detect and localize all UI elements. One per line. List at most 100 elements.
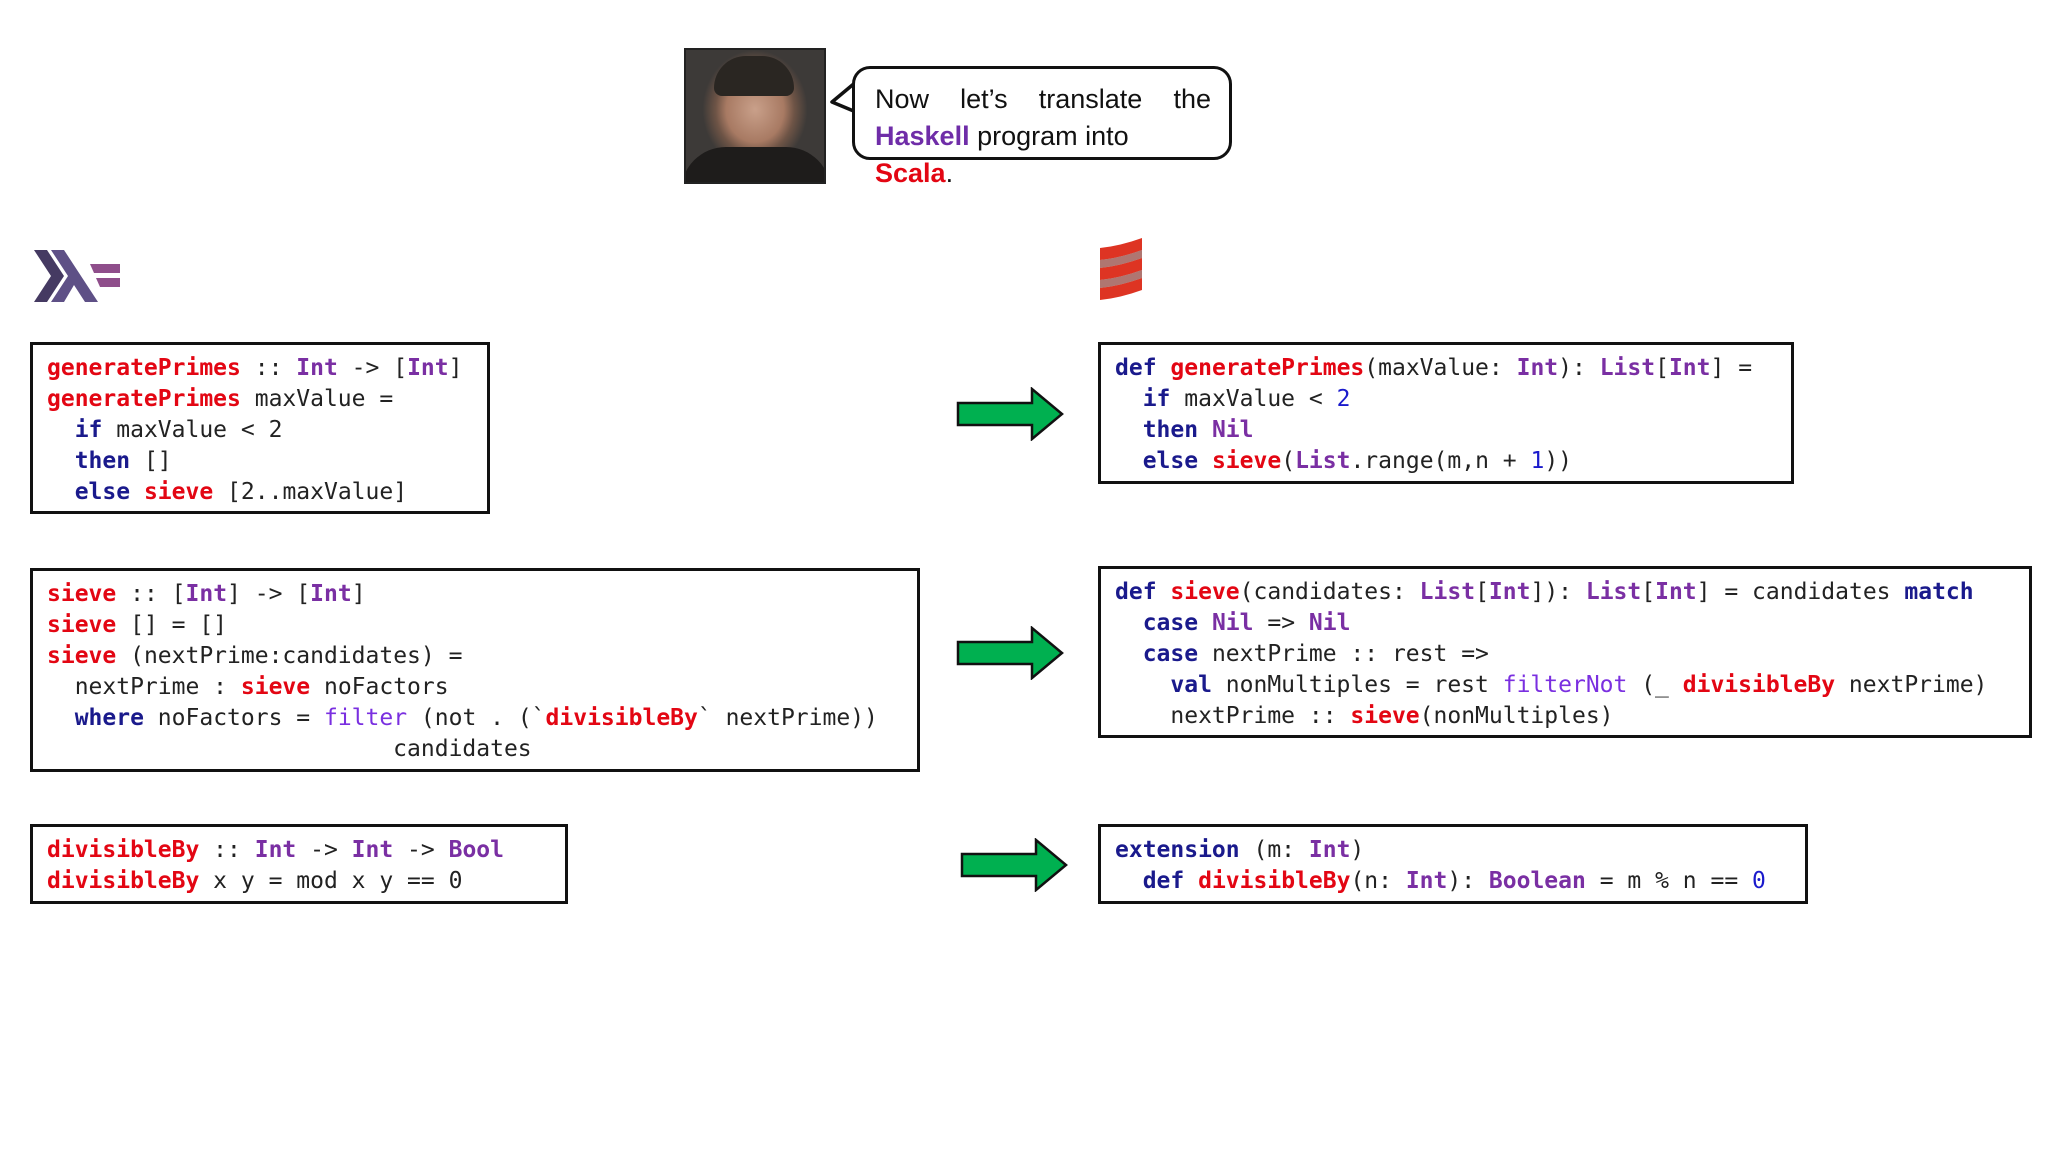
code-text: [ bbox=[1655, 355, 1669, 381]
code-indent bbox=[47, 479, 75, 505]
code-function: sieve bbox=[1170, 579, 1240, 605]
code-type: Int bbox=[1668, 355, 1711, 381]
code-text: maxValue < 2 bbox=[102, 417, 283, 443]
speech-haskell: Haskell bbox=[875, 121, 970, 151]
code-text: -> [ bbox=[337, 355, 408, 381]
code-text: ` nextPrime)) bbox=[697, 705, 878, 731]
code-text: .range(m,n + bbox=[1350, 448, 1531, 474]
code-type: Int bbox=[1655, 579, 1697, 605]
code-indent bbox=[1115, 868, 1143, 894]
code-type: List bbox=[1585, 579, 1642, 605]
code-function: sieve bbox=[240, 674, 311, 700]
code-keyword: case bbox=[1142, 641, 1199, 667]
speech-text: . bbox=[945, 158, 954, 188]
code-text: nextPrime) bbox=[1835, 672, 1988, 698]
code-keyword: then bbox=[1142, 417, 1199, 443]
code-text: ]): bbox=[1530, 579, 1586, 605]
code-type: Nil bbox=[1211, 417, 1254, 443]
code-keyword: else bbox=[1142, 448, 1199, 474]
code-indent bbox=[47, 417, 75, 443]
code-text: nextPrime : bbox=[47, 674, 241, 700]
scala-logo-icon bbox=[1100, 238, 1142, 300]
speech-word: the bbox=[1173, 84, 1211, 114]
code-type: Int bbox=[1308, 837, 1351, 863]
code-text: maxValue = bbox=[240, 386, 394, 412]
code-keyword: extension bbox=[1115, 837, 1240, 863]
code-text: (not . (` bbox=[407, 705, 546, 731]
code-text: ): bbox=[1447, 868, 1489, 894]
code-type: Int bbox=[310, 581, 352, 607]
code-keyword: where bbox=[74, 705, 144, 731]
code-keyword: then bbox=[74, 448, 131, 474]
code-function: divisibleBy bbox=[47, 837, 200, 863]
speech-scala: Scala bbox=[875, 158, 946, 188]
code-text: ] bbox=[448, 355, 463, 381]
code-function: generatePrimes bbox=[47, 355, 241, 381]
code-keyword: def bbox=[1142, 868, 1185, 894]
code-text: [2..maxValue] bbox=[213, 479, 408, 505]
code-keyword: case bbox=[1142, 610, 1199, 636]
code-text: ] -> [ bbox=[227, 581, 311, 607]
code-type: Bool bbox=[448, 837, 504, 863]
code-text: (n: bbox=[1350, 868, 1406, 894]
code-function: divisibleBy bbox=[1682, 672, 1836, 698]
code-type: Int bbox=[1405, 868, 1448, 894]
code-text: ): bbox=[1558, 355, 1600, 381]
code-type: List bbox=[1419, 579, 1476, 605]
code-text bbox=[1184, 868, 1198, 894]
code-text: :: [ bbox=[116, 581, 186, 607]
code-type: Int bbox=[407, 355, 449, 381]
code-number: 0 bbox=[1752, 868, 1766, 894]
code-indent bbox=[47, 448, 75, 474]
code-type: Int bbox=[1488, 579, 1531, 605]
code-keyword: else bbox=[74, 479, 131, 505]
code-function: sieve bbox=[1350, 703, 1420, 729]
code-text: (candidates: bbox=[1239, 579, 1420, 605]
presenter-avatar bbox=[684, 48, 826, 184]
code-text: )) bbox=[1544, 448, 1573, 474]
arrow-right-icon bbox=[956, 626, 1064, 680]
code-type: Int bbox=[185, 581, 228, 607]
speech-word: Now bbox=[875, 84, 930, 114]
code-text bbox=[1157, 355, 1171, 381]
code-number: 1 bbox=[1530, 448, 1545, 474]
code-number: 2 bbox=[1336, 386, 1351, 412]
code-text: ( bbox=[1281, 448, 1296, 474]
code-keyword: if bbox=[74, 417, 103, 443]
code-text: [ bbox=[1475, 579, 1489, 605]
code-text bbox=[1198, 610, 1212, 636]
code-indent bbox=[47, 705, 75, 731]
code-indent bbox=[1115, 610, 1143, 636]
code-function: generatePrimes bbox=[47, 386, 241, 412]
haskell-divisible-by-code: divisibleBy :: Int -> Int -> Bool divisi… bbox=[30, 824, 568, 904]
speech-text: program into bbox=[969, 121, 1129, 151]
code-function: sieve bbox=[143, 479, 214, 505]
speech-bubble: Now let’s translate the Haskell program … bbox=[852, 66, 1232, 188]
code-text: (nextPrime:candidates) = bbox=[116, 643, 463, 669]
code-type: Int bbox=[1516, 355, 1559, 381]
speech-line-1: Now let’s translate the bbox=[875, 81, 1211, 118]
code-function: sieve bbox=[47, 581, 117, 607]
haskell-logo-icon bbox=[34, 250, 120, 302]
code-text: [ bbox=[1641, 579, 1656, 605]
code-text: nonMultiples = rest bbox=[1211, 672, 1503, 698]
avatar-shirt bbox=[686, 147, 824, 182]
code-text: = m % n == bbox=[1585, 868, 1753, 894]
code-text: (m: bbox=[1239, 837, 1309, 863]
arrow-right-icon bbox=[960, 838, 1068, 892]
code-text: ] = candidates bbox=[1696, 579, 1905, 605]
code-text: (maxValue: bbox=[1364, 355, 1517, 381]
code-indent bbox=[1115, 672, 1170, 698]
code-text bbox=[1198, 417, 1212, 443]
code-type: List bbox=[1599, 355, 1656, 381]
code-text bbox=[130, 479, 144, 505]
code-text: ] = bbox=[1710, 355, 1753, 381]
code-text: noFactors bbox=[310, 674, 449, 700]
code-keyword: match bbox=[1904, 579, 1974, 605]
code-type: Int bbox=[351, 837, 394, 863]
code-text: -> bbox=[393, 837, 449, 863]
code-indent bbox=[1115, 417, 1143, 443]
code-method: filterNot bbox=[1502, 672, 1628, 698]
code-text: nextPrime :: rest => bbox=[1198, 641, 1489, 667]
code-indent bbox=[1115, 641, 1143, 667]
